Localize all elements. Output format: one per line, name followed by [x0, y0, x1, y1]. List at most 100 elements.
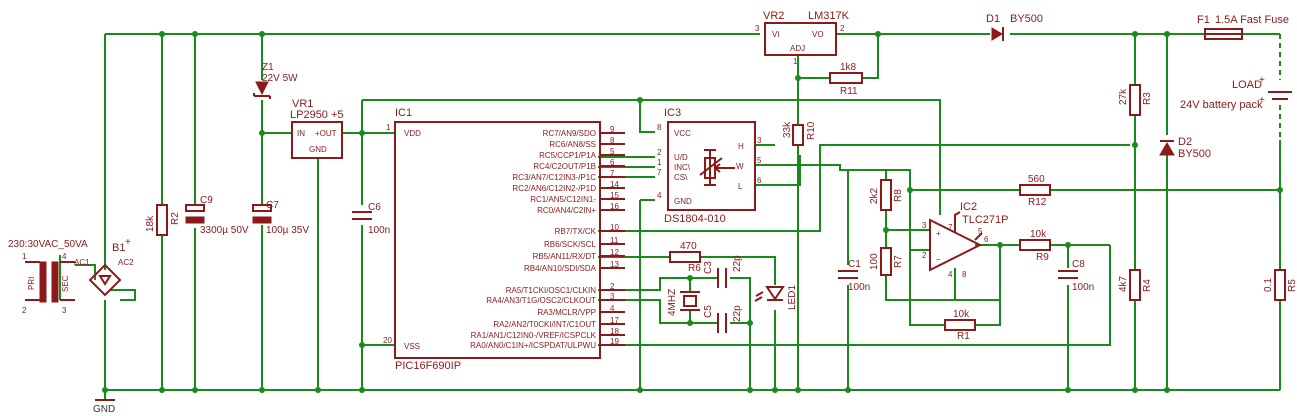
- ic1-pin-label: RA5/T1CKI/OSC1/CLKIN: [506, 286, 596, 295]
- svg-text:GND: GND: [674, 197, 692, 206]
- capacitor-c8: C8 100n: [1058, 259, 1094, 293]
- svg-text:TLC271P: TLC271P: [962, 214, 1008, 226]
- ic1-pin-number: 5: [610, 147, 615, 156]
- svg-text:AC1: AC1: [74, 258, 90, 267]
- svg-text:100: 100: [869, 253, 880, 270]
- resistor-r11: 1k8 R11: [829, 62, 863, 97]
- svg-text:33k: 33k: [782, 121, 793, 138]
- svg-text:18k: 18k: [145, 215, 156, 232]
- svg-text:22p: 22p: [732, 305, 743, 322]
- svg-text:5: 5: [757, 156, 762, 165]
- svg-text:VO: VO: [812, 30, 824, 39]
- svg-text:LM317K: LM317K: [808, 10, 850, 22]
- capacitor-c3: C3 22p: [703, 255, 743, 288]
- ic1-pin-number: 11: [610, 236, 619, 245]
- transformer-label: 230:30VAC_50VA: [8, 239, 88, 250]
- svg-text:100n: 100n: [1072, 282, 1094, 293]
- svg-text:C3: C3: [703, 261, 714, 274]
- svg-text:1: 1: [793, 57, 798, 66]
- capacitor-c9: C9 3300µ 50V: [185, 195, 249, 236]
- ic1-pin-number: 3: [610, 292, 615, 301]
- svg-text:R12: R12: [1028, 197, 1047, 208]
- svg-text:R11: R11: [840, 86, 858, 97]
- led1: LED1: [754, 285, 798, 310]
- svg-text:7: 7: [657, 168, 662, 177]
- svg-text:VCC: VCC: [674, 129, 691, 138]
- ic1-pin-number: 18: [610, 327, 619, 336]
- svg-text:R1: R1: [957, 331, 970, 342]
- resistor-r9: 10k R9: [1019, 229, 1051, 263]
- svg-text:PIC16F690IP: PIC16F690IP: [395, 360, 461, 372]
- load-battery: LOAD + 24V battery pack +: [1180, 75, 1292, 111]
- regulator-vr1: VR1 LP2950 +5 IN +OUT GND: [290, 98, 344, 159]
- svg-text:BY500: BY500: [1178, 148, 1211, 160]
- svg-text:3: 3: [755, 24, 760, 33]
- svg-text:7: 7: [948, 223, 953, 232]
- svg-text:1k8: 1k8: [840, 62, 857, 73]
- capacitor-c6: C6 100n: [352, 202, 390, 236]
- svg-text:L: L: [738, 182, 743, 191]
- ic1-pin-number: 6: [610, 158, 615, 167]
- svg-text:10k: 10k: [953, 309, 970, 320]
- svg-text:LP2950 +5: LP2950 +5: [290, 109, 344, 121]
- ic1-pin-number: 14: [610, 180, 619, 189]
- svg-text:8: 8: [962, 270, 967, 279]
- ic1-pin-number: 19: [610, 337, 619, 346]
- svg-text:R2: R2: [170, 212, 181, 225]
- svg-text:100µ 35V: 100µ 35V: [266, 225, 309, 236]
- svg-text:4: 4: [657, 191, 662, 200]
- ic1-pin-label: RC2/AN6/C12IN2-/P1D: [512, 184, 596, 193]
- svg-text:IC2: IC2: [960, 201, 977, 213]
- svg-text:3300µ 50V: 3300µ 50V: [200, 225, 249, 236]
- ic3-ds1804: IC3 DS1804-010 VCC U/D INC\ CS\ GND H W …: [657, 107, 762, 225]
- svg-text:+OUT: +OUT: [315, 129, 337, 138]
- ic1-pin-label: RA2/AN2/T0CKI/INT/C1OUT: [493, 320, 596, 329]
- svg-text:8: 8: [657, 123, 662, 132]
- svg-text:IC3: IC3: [664, 107, 681, 119]
- svg-text:27k: 27k: [1118, 88, 1129, 105]
- svg-text:2: 2: [840, 24, 845, 33]
- svg-text:VDD: VDD: [404, 129, 421, 138]
- svg-text:IN: IN: [297, 129, 305, 138]
- svg-text:GND: GND: [93, 404, 115, 415]
- svg-text:DS1804-010: DS1804-010: [664, 213, 726, 225]
- svg-text:22p: 22p: [732, 255, 743, 272]
- resistor-r6: 470 R6: [669, 241, 701, 274]
- svg-text:4MHZ: 4MHZ: [667, 289, 678, 316]
- svg-text:C7: C7: [266, 200, 279, 211]
- regulator-vr2: VR2 LM317K VI VO ADJ 3 2 1: [755, 10, 850, 66]
- transformer-pri: PRI: [27, 277, 36, 290]
- svg-text:3: 3: [922, 221, 927, 230]
- svg-text:U/D: U/D: [674, 153, 688, 162]
- svg-text:10k: 10k: [1030, 229, 1047, 240]
- junctions: [102, 31, 1283, 393]
- resistor-r12: 560 R12: [1019, 174, 1051, 208]
- ic1-pin-label: RA0/AN0/C1IN+/ICSPDAT/ULPWU: [470, 341, 596, 350]
- svg-text:D2: D2: [1178, 136, 1192, 148]
- ic1-pic16f690: IC1 PIC16F690IP VDD VSS 1 20 RC7/AN9/SDO…: [383, 107, 625, 372]
- ic1-pin-label: RC6/AN8/SS: [549, 140, 596, 149]
- svg-text:24V battery pack: 24V battery pack: [1180, 99, 1263, 111]
- svg-text:AC2: AC2: [118, 258, 134, 267]
- svg-text:C6: C6: [368, 202, 381, 213]
- svg-text:100n: 100n: [368, 225, 390, 236]
- svg-text:GND: GND: [309, 145, 327, 154]
- resistor-r5: R5 0.1: [1263, 269, 1297, 301]
- ic1-pin-number: 8: [610, 136, 615, 145]
- opamp-minus: −: [936, 255, 941, 264]
- svg-text:2: 2: [657, 148, 662, 157]
- ic1-pin-label: RA3/MCLR/VPP: [537, 308, 596, 317]
- svg-text:1: 1: [657, 158, 662, 167]
- svg-text:470: 470: [680, 241, 697, 252]
- svg-text:1: 1: [22, 252, 27, 261]
- ic1-pin-label: RA1/AN1/C12IN0-/VREF/ICSPCLK: [471, 331, 597, 340]
- ic1-pin-number: 4: [610, 304, 615, 313]
- ic1-pin-number: 7: [610, 169, 615, 178]
- resistor-r10: R10 33k: [782, 121, 817, 146]
- ic1-pin-label: RC1/AN5/C12IN1-: [530, 195, 596, 204]
- svg-text:IC1: IC1: [395, 107, 412, 119]
- resistor-r2: R2 18k: [145, 204, 181, 236]
- svg-text:4: 4: [62, 252, 67, 261]
